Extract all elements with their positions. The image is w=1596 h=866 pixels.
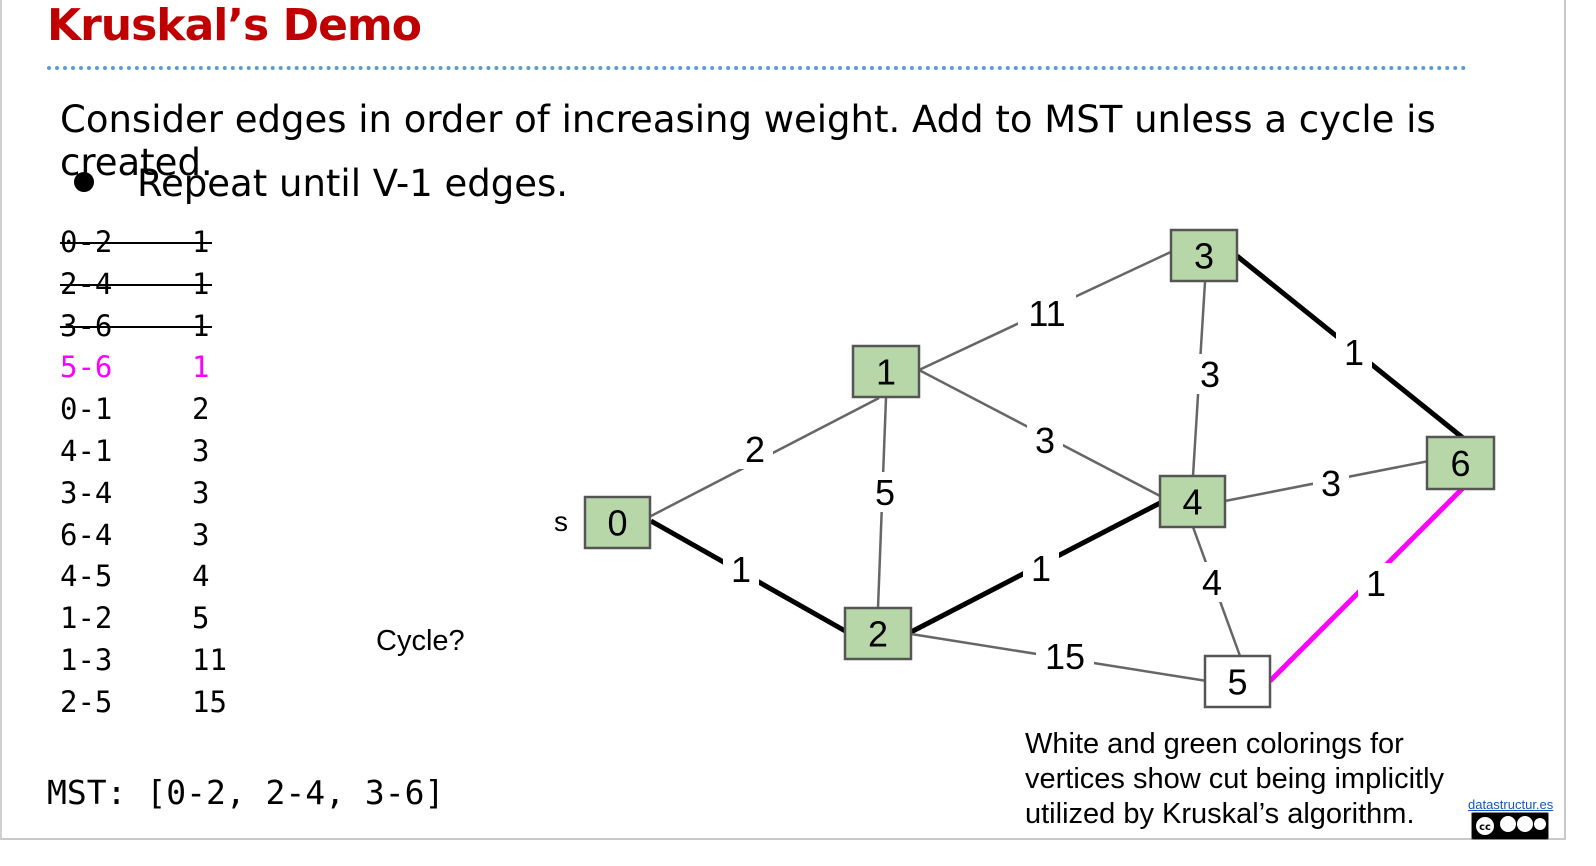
edge-label-background — [1194, 562, 1230, 602]
vertex-label: 1 — [876, 352, 896, 393]
edge-list-edge: 5-6 — [60, 350, 113, 385]
strikethrough-line — [60, 325, 212, 328]
edge-weight-label: 11 — [1028, 293, 1065, 334]
bullet-text: Repeat until V-1 edges. — [137, 162, 569, 205]
edge-list-weight: 3 — [192, 433, 210, 468]
edge-list-weight: 4 — [192, 559, 210, 594]
strikethrough-line — [60, 283, 212, 286]
vertex-1 — [851, 344, 921, 399]
edge-label-background — [1313, 463, 1349, 503]
edge-weight-label: 1 — [1366, 563, 1386, 604]
edge-list-edge: 4-1 — [60, 433, 113, 468]
vertex-3 — [1169, 228, 1239, 283]
vertex-label: 4 — [1182, 482, 1202, 523]
edge-label-background — [867, 472, 903, 512]
vertex-label: 6 — [1450, 443, 1470, 484]
edge-weight-label: 4 — [1202, 562, 1222, 603]
caption-note: White and green colorings for vertices s… — [1025, 728, 1445, 830]
edge-list-weight: 15 — [192, 684, 227, 719]
mst-result: MST: [0-2, 2-4, 3-6] — [47, 773, 445, 812]
cycle-question: Cycle? — [376, 625, 465, 657]
vertex-label: 0 — [607, 503, 627, 544]
vertex-label: 2 — [868, 614, 888, 655]
edge-label-background — [1036, 636, 1094, 676]
edge-label-background — [1023, 548, 1059, 588]
edge-list-weight: 2 — [192, 392, 210, 427]
slide-frame — [0, 0, 1566, 840]
edge-weight-label: 2 — [745, 429, 765, 470]
edge-weight-label: 3 — [1321, 463, 1341, 504]
vertex-4 — [1158, 474, 1227, 529]
edge-list-weight: 11 — [192, 642, 227, 677]
edge-weight-label: 1 — [1031, 548, 1051, 589]
edge-list-edge: 0-1 — [60, 392, 113, 427]
edge-list-weight: 1 — [192, 350, 210, 385]
vertex-0 — [583, 495, 652, 550]
edge-list-weight: 3 — [192, 517, 210, 552]
vertex-label: 5 — [1227, 662, 1247, 703]
edge-weight-label: 1 — [1344, 332, 1364, 373]
edge-list-edge: 2-5 — [60, 684, 113, 719]
edge-label-background — [1336, 332, 1372, 372]
vertex-label: 3 — [1194, 236, 1214, 277]
edge-weight-label: 5 — [875, 472, 895, 513]
svg-text:cc: cc — [1479, 822, 1491, 833]
edge-list-edge: 1-3 — [60, 642, 113, 677]
strikethrough-line — [60, 242, 212, 244]
edge-label-background — [1018, 293, 1076, 333]
slide-title: Kruskal’s Demo — [47, 0, 422, 51]
vertex-2 — [843, 606, 913, 661]
edge-label-background — [1358, 563, 1394, 603]
edge-list-weight: 5 — [192, 601, 210, 636]
edge-label-background — [723, 549, 759, 589]
edge-list-edge: 4-5 — [60, 559, 113, 594]
edge-list-weight: 3 — [192, 475, 210, 510]
vertex-6 — [1425, 435, 1496, 491]
edge-label-background — [737, 429, 773, 469]
instruction-text: Consider edges in order of increasing we… — [60, 98, 1436, 184]
edge-weight-label: 3 — [1035, 420, 1055, 461]
edge-label-background — [1027, 420, 1063, 460]
edge-label-background — [1192, 354, 1228, 394]
edge-list-edge: 6-4 — [60, 517, 113, 552]
edge-weight-label: 15 — [1045, 636, 1085, 677]
edge-weight-label: 1 — [731, 549, 751, 590]
edge-list-edge: 1-2 — [60, 601, 113, 636]
vertex-5 — [1203, 654, 1272, 709]
bullet-icon — [74, 172, 94, 192]
edge-weight-label: 3 — [1200, 354, 1220, 395]
credit-link[interactable]: datastructur.es — [1468, 797, 1554, 812]
edge-list-edge: 3-4 — [60, 475, 113, 510]
start-vertex-label: s — [554, 506, 568, 537]
cc-license-icon: cc — [1471, 812, 1549, 840]
title-divider — [47, 66, 1467, 70]
